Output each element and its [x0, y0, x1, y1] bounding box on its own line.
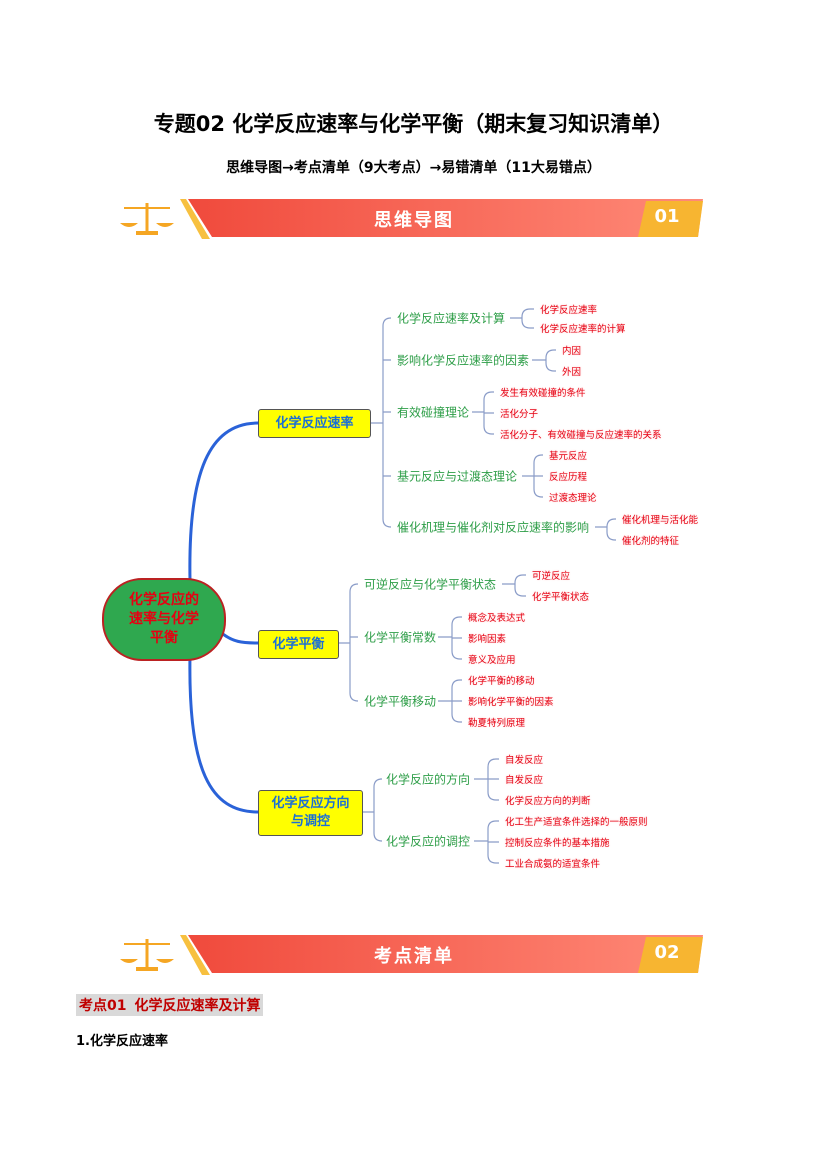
bracket-connector [510, 308, 534, 329]
leaf-node: 工业合成氨的适宜条件 [505, 859, 601, 870]
bracket-connector [522, 454, 543, 498]
page-subtitle: 思维导图→考点清单（9大考点）→易错清单（11大易错点） [226, 160, 601, 176]
leaf-node: 化学反应方向的判断 [505, 796, 591, 807]
leaf-node: 活化分子 [500, 409, 539, 420]
leaf-node: 影响化学平衡的因素 [468, 697, 554, 708]
leaf-node: 催化剂的特征 [622, 536, 680, 547]
section-banner-mindmap: 思维导图 01 [118, 195, 710, 241]
connector-root-direction [188, 654, 259, 814]
branch-label: 化学反应速率 [275, 415, 354, 431]
leaf-node: 催化机理与活化能 [622, 515, 699, 526]
banner-title: 思维导图 [374, 210, 454, 231]
topic-node: 催化机理与催化剂对反应速率的影响 [397, 520, 590, 535]
topic-node: 化学反应的调控 [386, 834, 471, 849]
section-banner-checklist: 考点清单 02 [118, 931, 710, 977]
bracket-connector [362, 778, 383, 842]
banner-number: 02 [654, 942, 680, 963]
leaf-node: 勒夏特列原理 [468, 718, 526, 729]
mindmap-root: 化学反应的速率与化学平衡 [102, 578, 226, 661]
bracket-connector [438, 616, 462, 660]
subsection-heading: 1.化学反应速率 [76, 1034, 168, 1049]
branch-equilibrium: 化学平衡 [258, 630, 339, 659]
leaf-node: 过渡态理论 [549, 493, 597, 504]
leaf-node: 自发反应 [505, 755, 544, 766]
bracket-connector [502, 574, 526, 597]
section-title: 化学反应速率及计算 [134, 998, 261, 1014]
bracket-connector [474, 758, 499, 801]
leaf-node: 反应历程 [549, 472, 588, 483]
scale-icon [120, 203, 174, 235]
leaf-node: 影响因素 [468, 634, 507, 645]
bracket-connector [472, 391, 494, 435]
leaf-node: 化学平衡的移动 [468, 676, 535, 687]
leaf-node: 化学平衡状态 [532, 592, 590, 603]
topic-node: 化学反应速率及计算 [397, 311, 506, 326]
leaf-node: 概念及表达式 [468, 613, 526, 624]
topic-node: 影响化学反应速率的因素 [397, 353, 530, 368]
section-heading: 考点01 化学反应速率及计算 [76, 994, 264, 1016]
leaf-node: 自发反应 [505, 775, 544, 786]
topic-node: 可逆反应与化学平衡状态 [364, 577, 497, 592]
topic-node: 基元反应与过渡态理论 [397, 469, 518, 484]
leaf-node: 发生有效碰撞的条件 [500, 388, 586, 399]
leaf-node: 活化分子、有效碰撞与反应速率的关系 [500, 430, 662, 441]
topic-node: 化学平衡移动 [364, 694, 437, 709]
leaf-node: 内因 [562, 346, 582, 357]
bracket-connector [532, 349, 556, 372]
leaf-node: 化工生产适宜条件选择的一般原则 [505, 817, 648, 828]
branch-label: 化学平衡 [272, 636, 325, 652]
scale-icon [120, 939, 174, 971]
branch-label: 化学反应方向与调控 [271, 796, 350, 829]
banner-graphic [120, 935, 703, 975]
bracket-connector [595, 518, 616, 541]
leaf-node: 可逆反应 [532, 571, 571, 582]
leaf-node: 外因 [562, 367, 582, 378]
branch-direction: 化学反应方向与调控 [258, 790, 363, 836]
bracket-connector [370, 317, 392, 528]
leaf-node: 化学反应速率的计算 [540, 324, 626, 335]
banner-graphic [120, 199, 703, 239]
banner-title: 考点清单 [374, 946, 454, 967]
section-tag: 考点01 [79, 998, 127, 1014]
bracket-connector [338, 583, 359, 702]
banner-number: 01 [654, 206, 680, 227]
leaf-node: 控制反应条件的基本措施 [505, 838, 610, 849]
root-label: 化学反应的速率与化学平衡 [129, 592, 199, 646]
leaf-node: 化学反应速率 [540, 305, 598, 316]
bracket-connector [438, 679, 462, 723]
branch-rate: 化学反应速率 [258, 409, 371, 438]
topic-node: 有效碰撞理论 [397, 405, 470, 420]
connector-root-rate [188, 421, 259, 581]
topic-node: 化学反应的方向 [386, 772, 471, 787]
leaf-node: 基元反应 [549, 451, 588, 462]
leaf-node: 意义及应用 [468, 655, 516, 666]
page-title: 专题02 化学反应速率与化学平衡（期末复习知识清单） [153, 112, 674, 136]
topic-node: 化学平衡常数 [364, 630, 437, 645]
bracket-connector [474, 820, 499, 864]
